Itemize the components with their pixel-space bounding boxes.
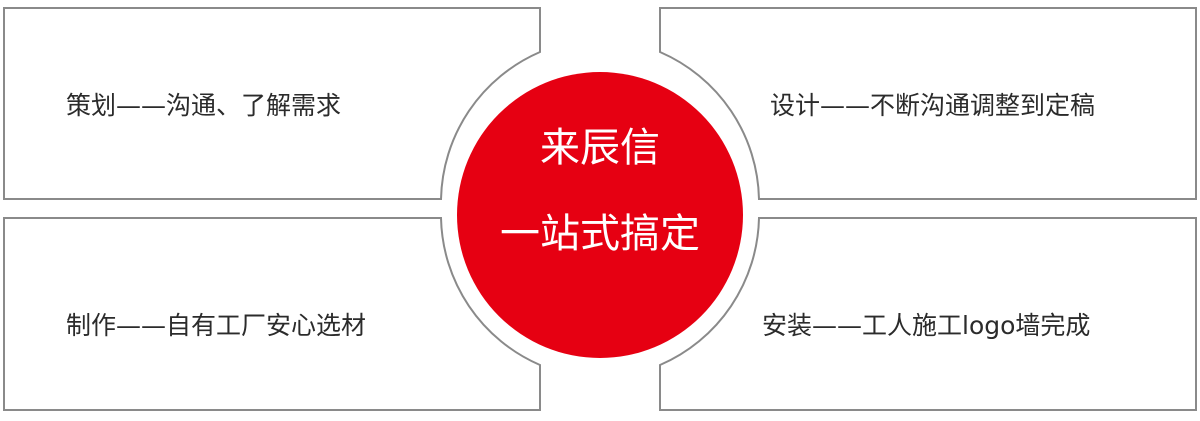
panel-bottom-right-label: 安装——工人施工logo墙完成 — [762, 311, 1091, 340]
panel-bottom-left-label: 制作——自有工厂安心选材 — [66, 311, 367, 340]
center-title-line2: 一站式搞定 — [500, 211, 700, 257]
panel-bottom-right-outline — [659, 217, 1197, 411]
center-circle — [457, 72, 743, 358]
panel-bottom-left-outline — [3, 217, 541, 411]
panel-top-right-label: 设计——不断沟通调整到定稿 — [770, 91, 1096, 120]
panel-top-left-outline — [3, 7, 541, 200]
panel-top-left-label: 策划——沟通、了解需求 — [66, 91, 342, 120]
center-title-line1: 来辰信 — [540, 125, 660, 171]
panel-top-right-outline — [659, 7, 1197, 200]
